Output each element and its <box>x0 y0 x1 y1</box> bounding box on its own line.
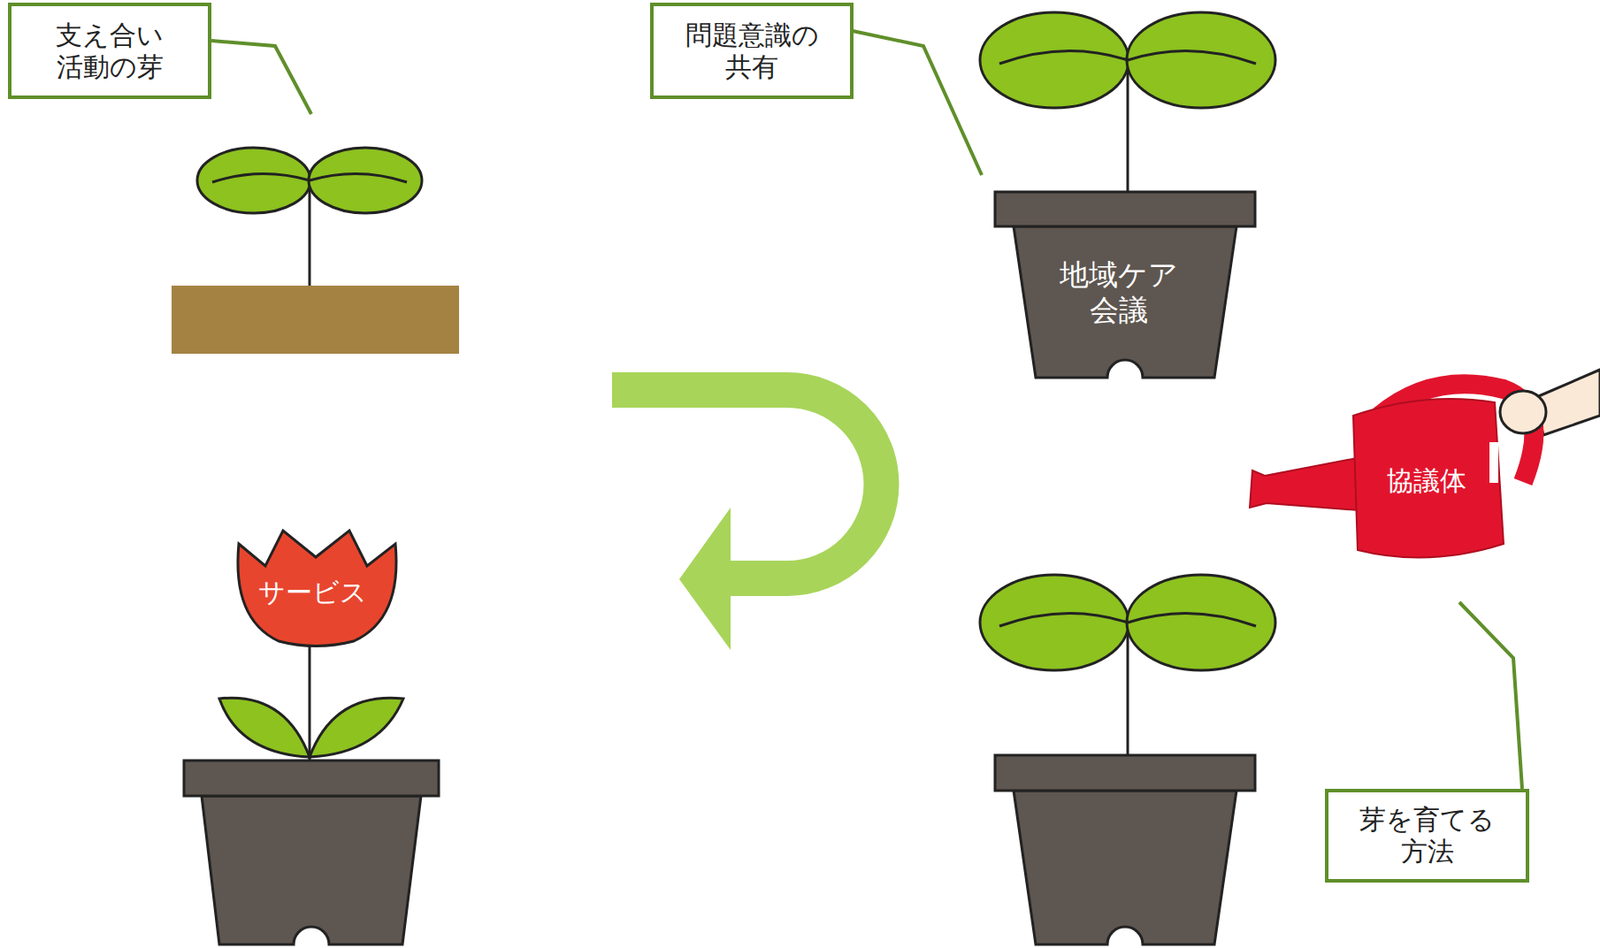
node-text: 協議体 <box>1386 465 1467 498</box>
node-text: サービス <box>258 576 368 609</box>
callout-box: 問題意識の 共有 <box>650 2 854 100</box>
node-text: 支え合い 活動の芽 <box>51 19 169 84</box>
watering-can <box>1249 369 1600 559</box>
leader-line <box>1459 602 1523 789</box>
flower-label: サービス <box>228 567 397 617</box>
node-text: 問題意識の 共有 <box>680 19 824 84</box>
watering-can-label: 協議体 <box>1362 458 1491 505</box>
sprout-pot <box>979 574 1276 945</box>
cycle-arrow <box>612 390 882 651</box>
callout-box: 芽を育てる 方法 <box>1324 788 1530 883</box>
sprout-pot <box>979 12 1276 378</box>
sprout-soil <box>171 147 460 354</box>
node-text: 芽を育てる 方法 <box>1355 803 1500 868</box>
leader-line <box>211 40 312 115</box>
leader-line <box>852 30 982 176</box>
callout-box: 支え合い 活動の芽 <box>7 2 212 100</box>
pot-label: 地域ケア 会議 <box>1034 240 1203 345</box>
node-text: 地域ケア 会議 <box>1054 257 1183 328</box>
flower-pot <box>183 530 439 945</box>
